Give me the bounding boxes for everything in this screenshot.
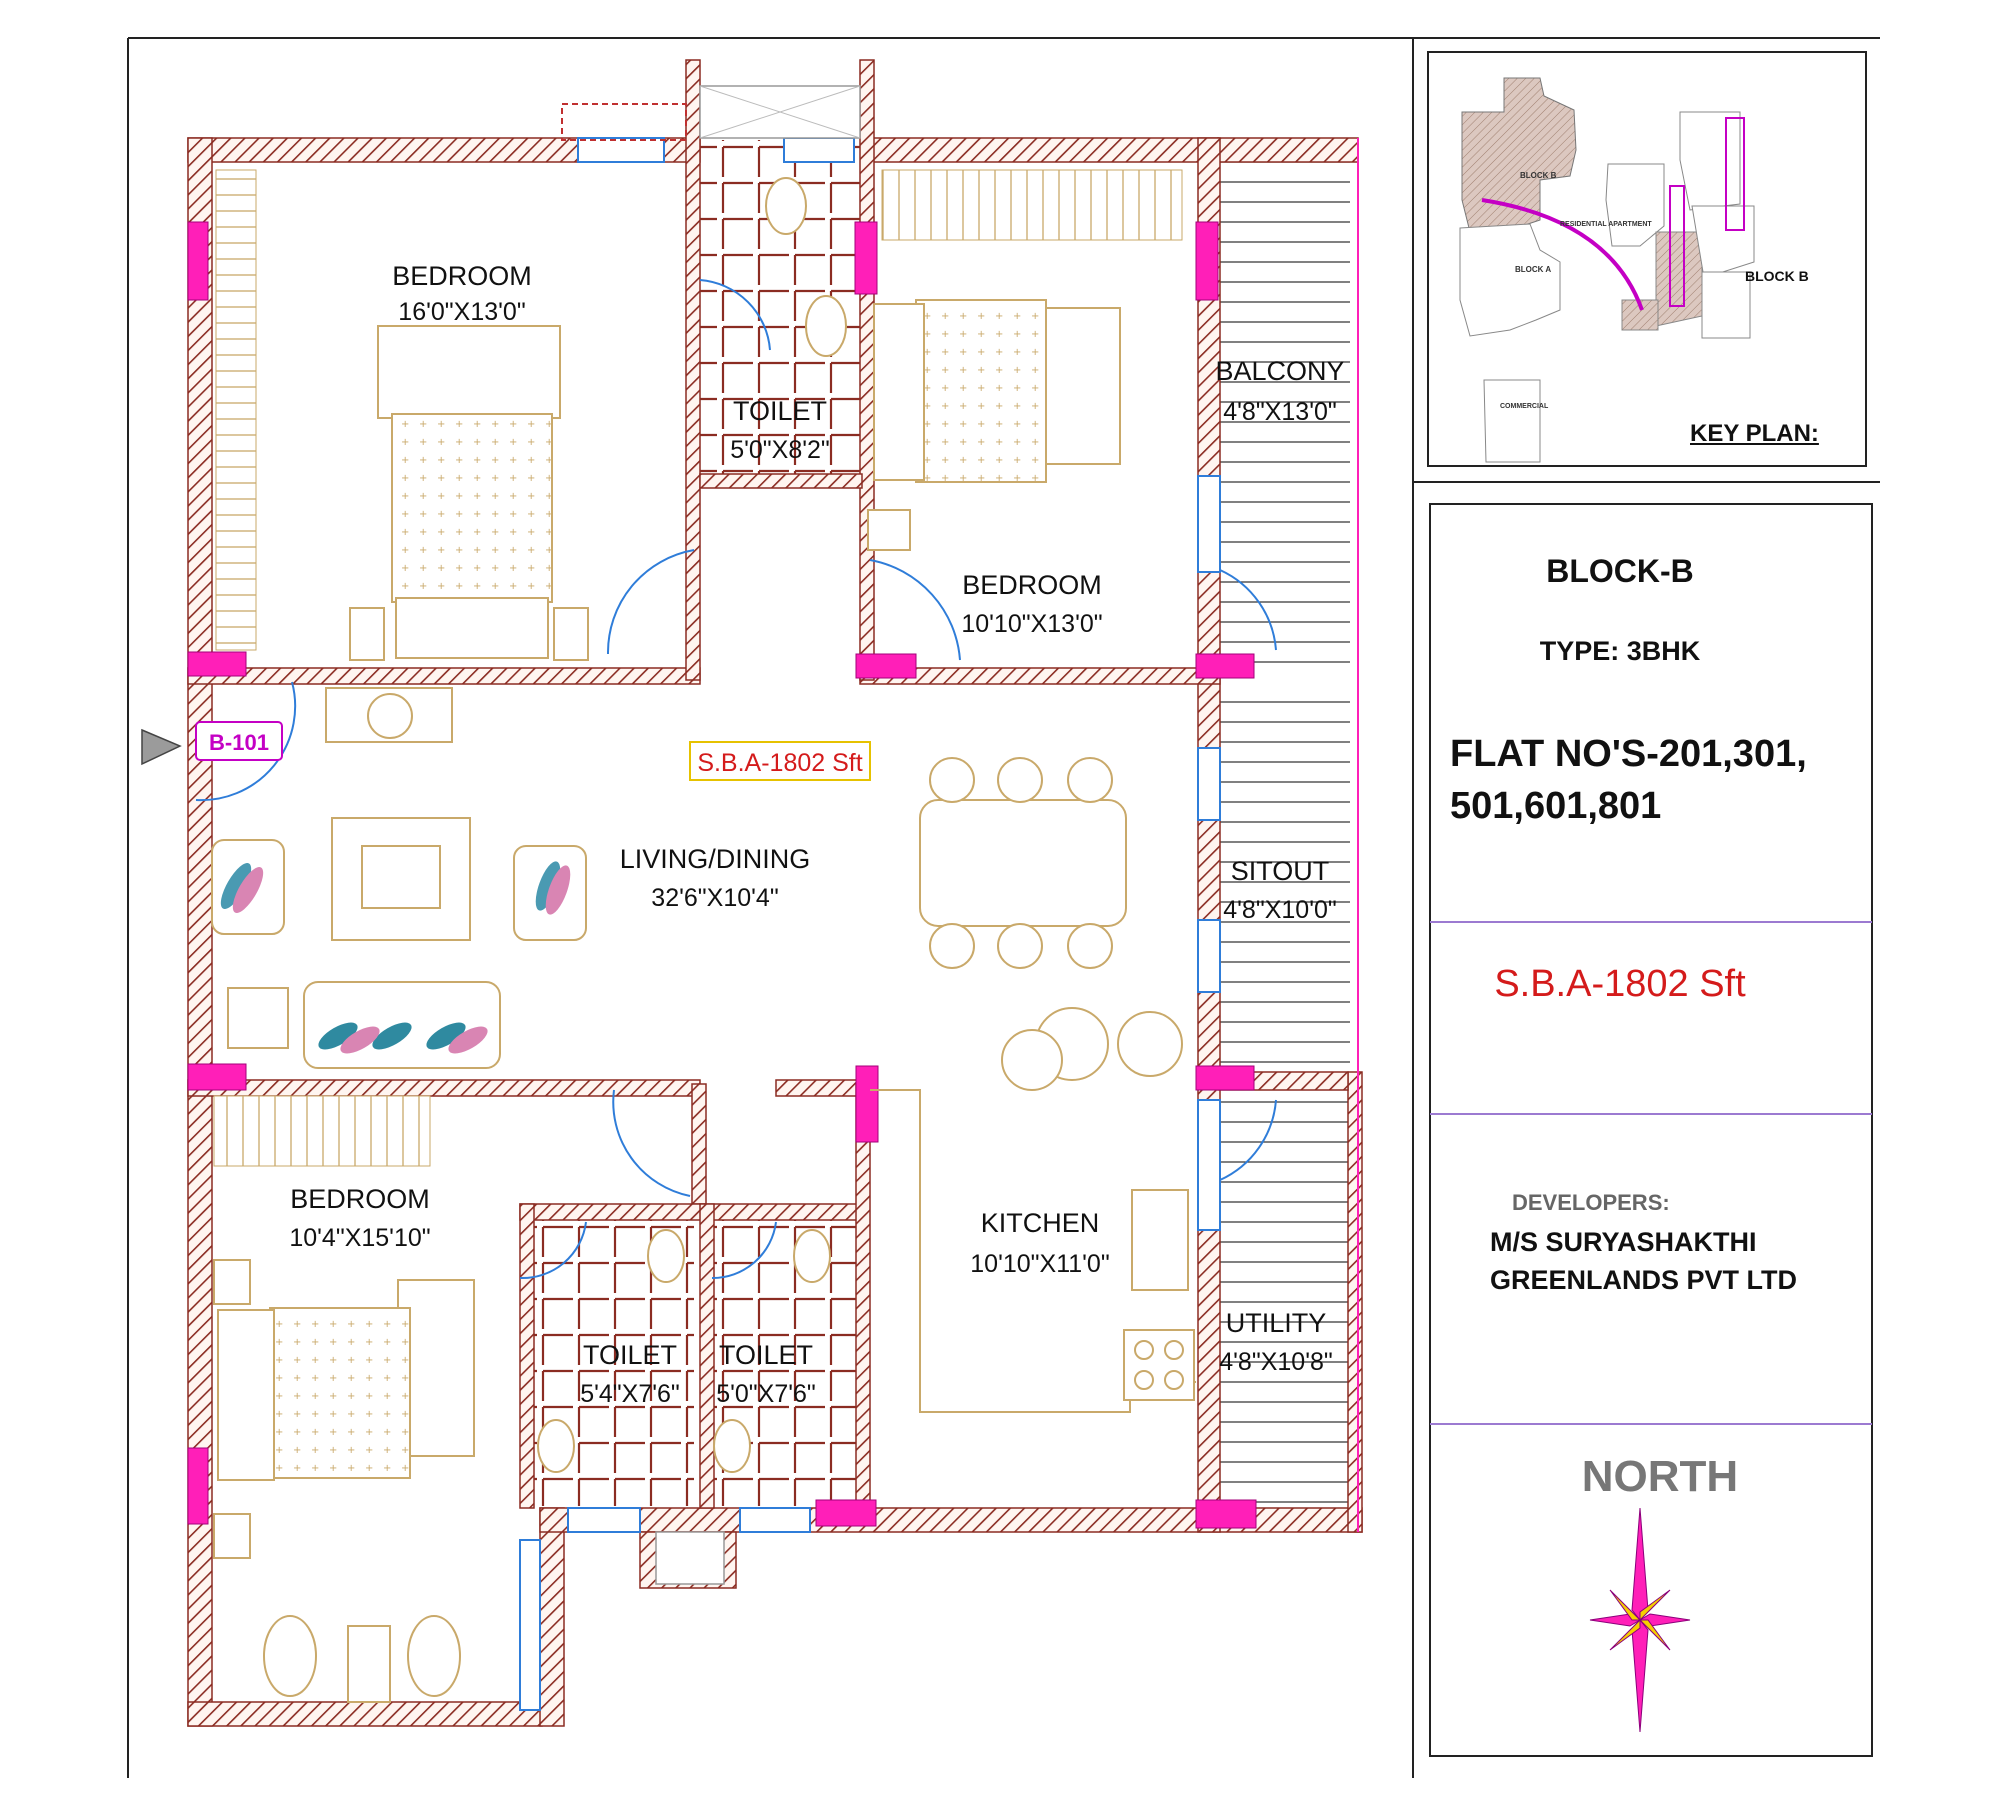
- bed-bedroom2: [867, 299, 1121, 551]
- bed-bedroom1: [349, 325, 589, 661]
- duct-bottom: [655, 1531, 725, 1585]
- sitout-name: SITOUT: [1231, 856, 1330, 886]
- bedroom2-size: 10'10"X13'0": [961, 610, 1102, 638]
- toilet1-size: 5'0"X8'2": [730, 436, 830, 464]
- living-size: 32'6"X10'4": [651, 884, 778, 912]
- utility-name: UTILITY: [1226, 1308, 1327, 1338]
- developer-line2: GREENLANDS PVT LTD: [1490, 1265, 1798, 1295]
- developers-heading: DEVELOPERS:: [1512, 1190, 1670, 1215]
- bed-bedroom3: [213, 1259, 475, 1559]
- kitchen-name: KITCHEN: [981, 1208, 1100, 1238]
- north-label: NORTH: [1581, 1452, 1739, 1501]
- developer-line1: M/S SURYASHAKTHI: [1490, 1227, 1757, 1257]
- key-residential: RESIDENTIAL APARTMENT: [1560, 221, 1652, 228]
- columns: [187, 221, 1257, 1529]
- wardrobe-bedroom2: [881, 169, 1183, 241]
- bedroom3-size: 10'4"X15'10": [289, 1224, 430, 1252]
- bedroom2-name: BEDROOM: [962, 570, 1102, 600]
- info-flats-line1: FLAT NO'S-201,301,: [1450, 733, 1807, 775]
- floor-plan: BEDROOM 16'0"X13'0" TOILET 5'0"X8'2" BED…: [141, 59, 1363, 1727]
- key-commercial: COMMERCIAL: [1500, 403, 1549, 410]
- utility-floor: [1220, 1090, 1350, 1508]
- fixtures: [263, 177, 847, 1703]
- toilet2-size: 5'4"X7'6": [580, 1380, 680, 1408]
- bedroom3-name: BEDROOM: [290, 1184, 430, 1214]
- toilet2-name: TOILET: [583, 1340, 677, 1370]
- entry-arrow-icon: [141, 728, 182, 766]
- living-furniture: [211, 687, 1183, 1091]
- utility-size: 4'8"X10'8": [1219, 1348, 1333, 1376]
- toilet1-name: TOILET: [733, 396, 827, 426]
- windows: [519, 137, 1221, 1711]
- sitout-size: 4'8"X10'0": [1223, 896, 1337, 924]
- key-block-a: BLOCK A: [1515, 265, 1551, 274]
- wardrobe-bedroom3: [213, 1095, 431, 1167]
- flat-tag: B-101: [209, 730, 269, 755]
- wardrobe-bedroom1: [215, 169, 257, 651]
- room-labels: BEDROOM 16'0"X13'0" TOILET 5'0"X8'2" BED…: [289, 261, 1344, 1408]
- sitout-floor: [1220, 686, 1350, 1072]
- plan-sba-box: [689, 741, 871, 781]
- info-type: TYPE: 3BHK: [1539, 636, 1701, 666]
- cushions: [220, 861, 571, 1054]
- balcony-size: 4'8"X13'0": [1223, 398, 1337, 426]
- info-block: BLOCK-B: [1546, 553, 1694, 589]
- key-block-b-small: BLOCK B: [1520, 171, 1557, 180]
- info-flats-line2: 501,601,801: [1450, 785, 1662, 827]
- toilet3-size: 5'0"X7'6": [716, 1380, 816, 1408]
- plan-sba-label: S.B.A-1802 Sft: [697, 749, 862, 777]
- balcony-floor: [1220, 160, 1350, 670]
- key-plan: BLOCK B BLOCK A RESIDENTIAL APARTMENT CO…: [1427, 51, 1867, 467]
- info-panel: [1429, 503, 1873, 1757]
- bedroom1-name: BEDROOM: [392, 261, 532, 291]
- kitchen-size: 10'10"X11'0": [970, 1250, 1109, 1278]
- north-compass-icon: [1589, 1507, 1691, 1733]
- balcony-name: BALCONY: [1215, 356, 1344, 386]
- sheet-frame: [127, 37, 1880, 1778]
- living-name: LIVING/DINING: [620, 844, 811, 874]
- bedroom1-size: 16'0"X13'0": [398, 298, 525, 326]
- key-plan-title: KEY PLAN:: [1690, 420, 1819, 447]
- kitchen-counter: [870, 1089, 1196, 1413]
- doors: [195, 279, 1277, 1280]
- toilet3-name: TOILET: [719, 1340, 813, 1370]
- duct-outline: [561, 103, 687, 141]
- key-block-b-label: BLOCK B: [1745, 268, 1809, 284]
- info-sba: S.B.A-1802 Sft: [1494, 963, 1746, 1005]
- flat-tag-box: [195, 721, 283, 761]
